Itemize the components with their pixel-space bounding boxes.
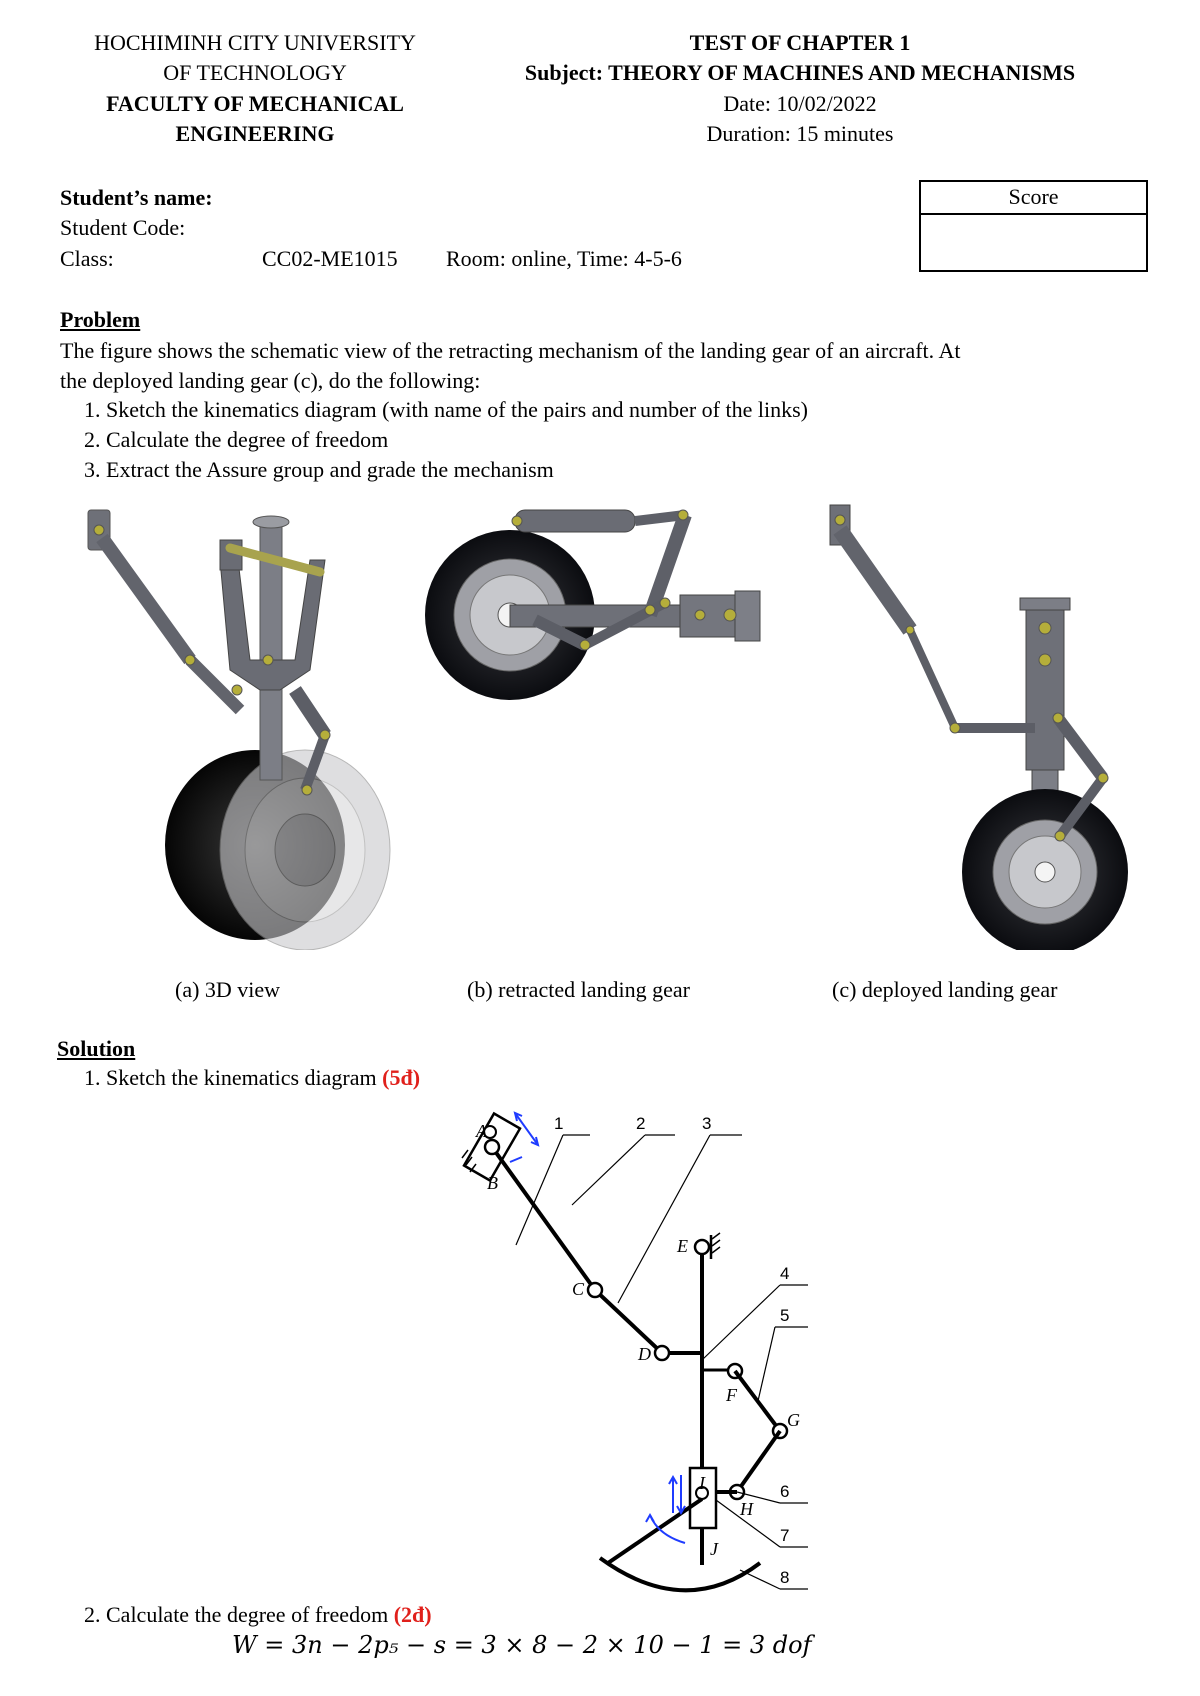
joint-label: C xyxy=(572,1279,585,1299)
faculty-name-line1: FACULTY OF MECHANICAL xyxy=(106,91,404,116)
figure-deployed-gear xyxy=(829,504,1128,950)
room-time: Room: online, Time: 4-5-6 xyxy=(446,246,682,271)
link-number: 8 xyxy=(780,1568,789,1587)
link-number: 3 xyxy=(702,1114,711,1133)
joint-label: A xyxy=(475,1121,488,1141)
university-name-line2: OF TECHNOLOGY xyxy=(163,60,347,85)
kinematic-diagram: A B C D E F G H I J 1 2 3 4 5 6 7 8 xyxy=(461,1111,808,1593)
joint-label: H xyxy=(739,1499,754,1519)
solution-step1-points: (5đ) xyxy=(382,1065,421,1090)
problem-item: 3. Extract the Assure group and grade th… xyxy=(84,457,554,482)
link-number: 2 xyxy=(636,1114,645,1133)
figure-retracted-gear xyxy=(425,509,761,700)
class-value: CC02-ME1015 xyxy=(262,246,398,271)
problem-heading: Problem xyxy=(60,307,141,332)
solution-step2: 2. Calculate the degree of freedom (2đ) xyxy=(84,1602,432,1628)
figure-3d-view xyxy=(87,509,391,950)
subject-value: THEORY OF MACHINES AND MECHANISMS xyxy=(608,60,1076,85)
solution-step1-text: 1. Sketch the kinematics diagram xyxy=(84,1065,377,1090)
solution-step2-points: (2đ) xyxy=(393,1602,432,1627)
ground-hatch-a xyxy=(461,1149,477,1173)
joint-label: F xyxy=(725,1385,738,1405)
student-name-label: Student’s name: xyxy=(60,185,213,210)
problem-text-line1: The figure shows the schematic view of t… xyxy=(60,338,961,363)
university-name-line1: HOCHIMINH CITY UNIVERSITY xyxy=(94,30,416,55)
faculty-name-line2: ENGINEERING xyxy=(175,121,335,146)
dof-formula: W = 3n − 2p₅ − s = 3 × 8 − 2 × 10 − 1 = … xyxy=(232,1631,812,1659)
student-code-label: Student Code: xyxy=(60,215,186,240)
joint-label: G xyxy=(787,1410,800,1430)
subject-label: Subject: xyxy=(524,60,604,85)
class-label: Class: xyxy=(60,246,114,271)
solution-step2-text: 2. Calculate the degree of freedom xyxy=(84,1602,389,1627)
score-label: Score xyxy=(921,182,1146,215)
link-number: 4 xyxy=(780,1264,789,1283)
score-box: Score xyxy=(919,180,1148,272)
link-number: 6 xyxy=(780,1482,789,1501)
solution-heading: Solution xyxy=(57,1036,136,1061)
joint-label: E xyxy=(676,1236,688,1256)
test-duration: Duration: 15 minutes xyxy=(706,121,894,146)
link-number: 7 xyxy=(780,1526,789,1545)
problem-item: 1. Sketch the kinematics diagram (with n… xyxy=(84,397,808,422)
motion-arrows xyxy=(509,1111,686,1544)
figure-caption-a: (a) 3D view xyxy=(175,977,281,1002)
joint-label: B xyxy=(487,1173,498,1193)
link-number: 5 xyxy=(780,1306,789,1325)
link-number: 1 xyxy=(554,1114,563,1133)
figure-caption-c: (c) deployed landing gear xyxy=(832,977,1058,1002)
ground-hatch-e xyxy=(711,1232,721,1254)
figure-caption-b: (b) retracted landing gear xyxy=(467,977,690,1002)
problem-text-line2: the deployed landing gear (c), do the fo… xyxy=(60,368,481,393)
problem-item: 2. Calculate the degree of freedom xyxy=(84,427,389,452)
wheel-ghost-icon xyxy=(219,749,391,950)
joint-label: J xyxy=(710,1539,719,1559)
test-date: Date: 10/02/2022 xyxy=(723,91,877,116)
subject-line: Subject: THEORY OF MACHINES AND MECHANIS… xyxy=(470,60,1130,86)
joint-label: I xyxy=(698,1473,706,1493)
joint-label: D xyxy=(637,1344,651,1364)
solution-step1: 1. Sketch the kinematics diagram (5đ) xyxy=(84,1065,420,1091)
test-title: TEST OF CHAPTER 1 xyxy=(689,30,911,55)
